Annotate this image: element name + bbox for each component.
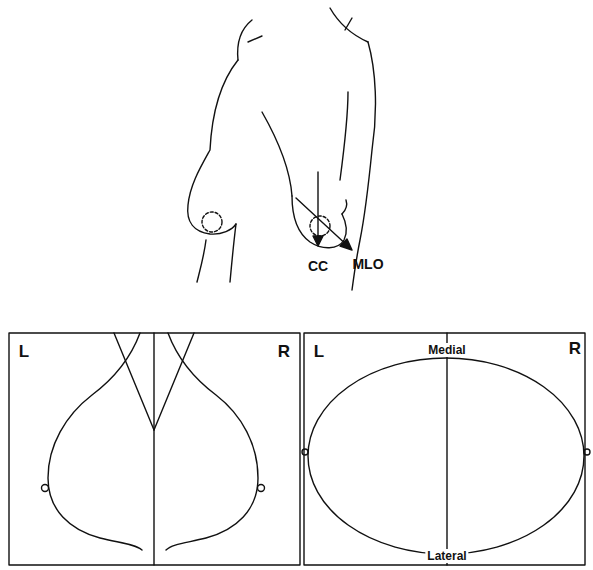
midline bbox=[446, 333, 447, 565]
nipple-circle bbox=[202, 212, 222, 232]
arrowhead bbox=[313, 236, 323, 246]
torso-line bbox=[197, 240, 206, 282]
nipple bbox=[302, 449, 308, 455]
torso-line bbox=[230, 224, 236, 282]
arm-line bbox=[340, 92, 348, 180]
neck-line bbox=[238, 20, 252, 60]
right-breast-mlo bbox=[166, 333, 258, 550]
shoulder-line bbox=[345, 18, 352, 30]
nipple bbox=[42, 485, 49, 492]
side-label: L bbox=[314, 343, 324, 360]
side-label: R bbox=[569, 340, 581, 357]
left-breast-outline bbox=[188, 60, 238, 234]
cc-arrow bbox=[317, 172, 318, 244]
side-label: L bbox=[19, 343, 29, 360]
shoulder-line bbox=[330, 8, 368, 42]
mlo-arrow bbox=[296, 198, 350, 248]
chest-line bbox=[262, 112, 292, 196]
neck-line bbox=[248, 36, 262, 42]
nipple bbox=[258, 485, 265, 492]
right-breast-outline bbox=[342, 200, 347, 214]
left-breast-mlo bbox=[48, 333, 142, 550]
right-breast-outline bbox=[292, 196, 346, 248]
back-line bbox=[352, 42, 375, 290]
view-label: MLO bbox=[352, 257, 383, 271]
arrowhead bbox=[340, 239, 352, 250]
cc-panel-frame bbox=[304, 333, 585, 565]
orientation-label: Medial bbox=[426, 343, 467, 357]
view-label: CC bbox=[308, 259, 328, 273]
cc-outline bbox=[308, 358, 584, 554]
mlo-panel-frame bbox=[9, 333, 300, 565]
side-label: R bbox=[278, 343, 290, 360]
midline bbox=[153, 333, 154, 565]
nipple bbox=[584, 449, 590, 455]
orientation-label: Lateral bbox=[425, 549, 468, 563]
